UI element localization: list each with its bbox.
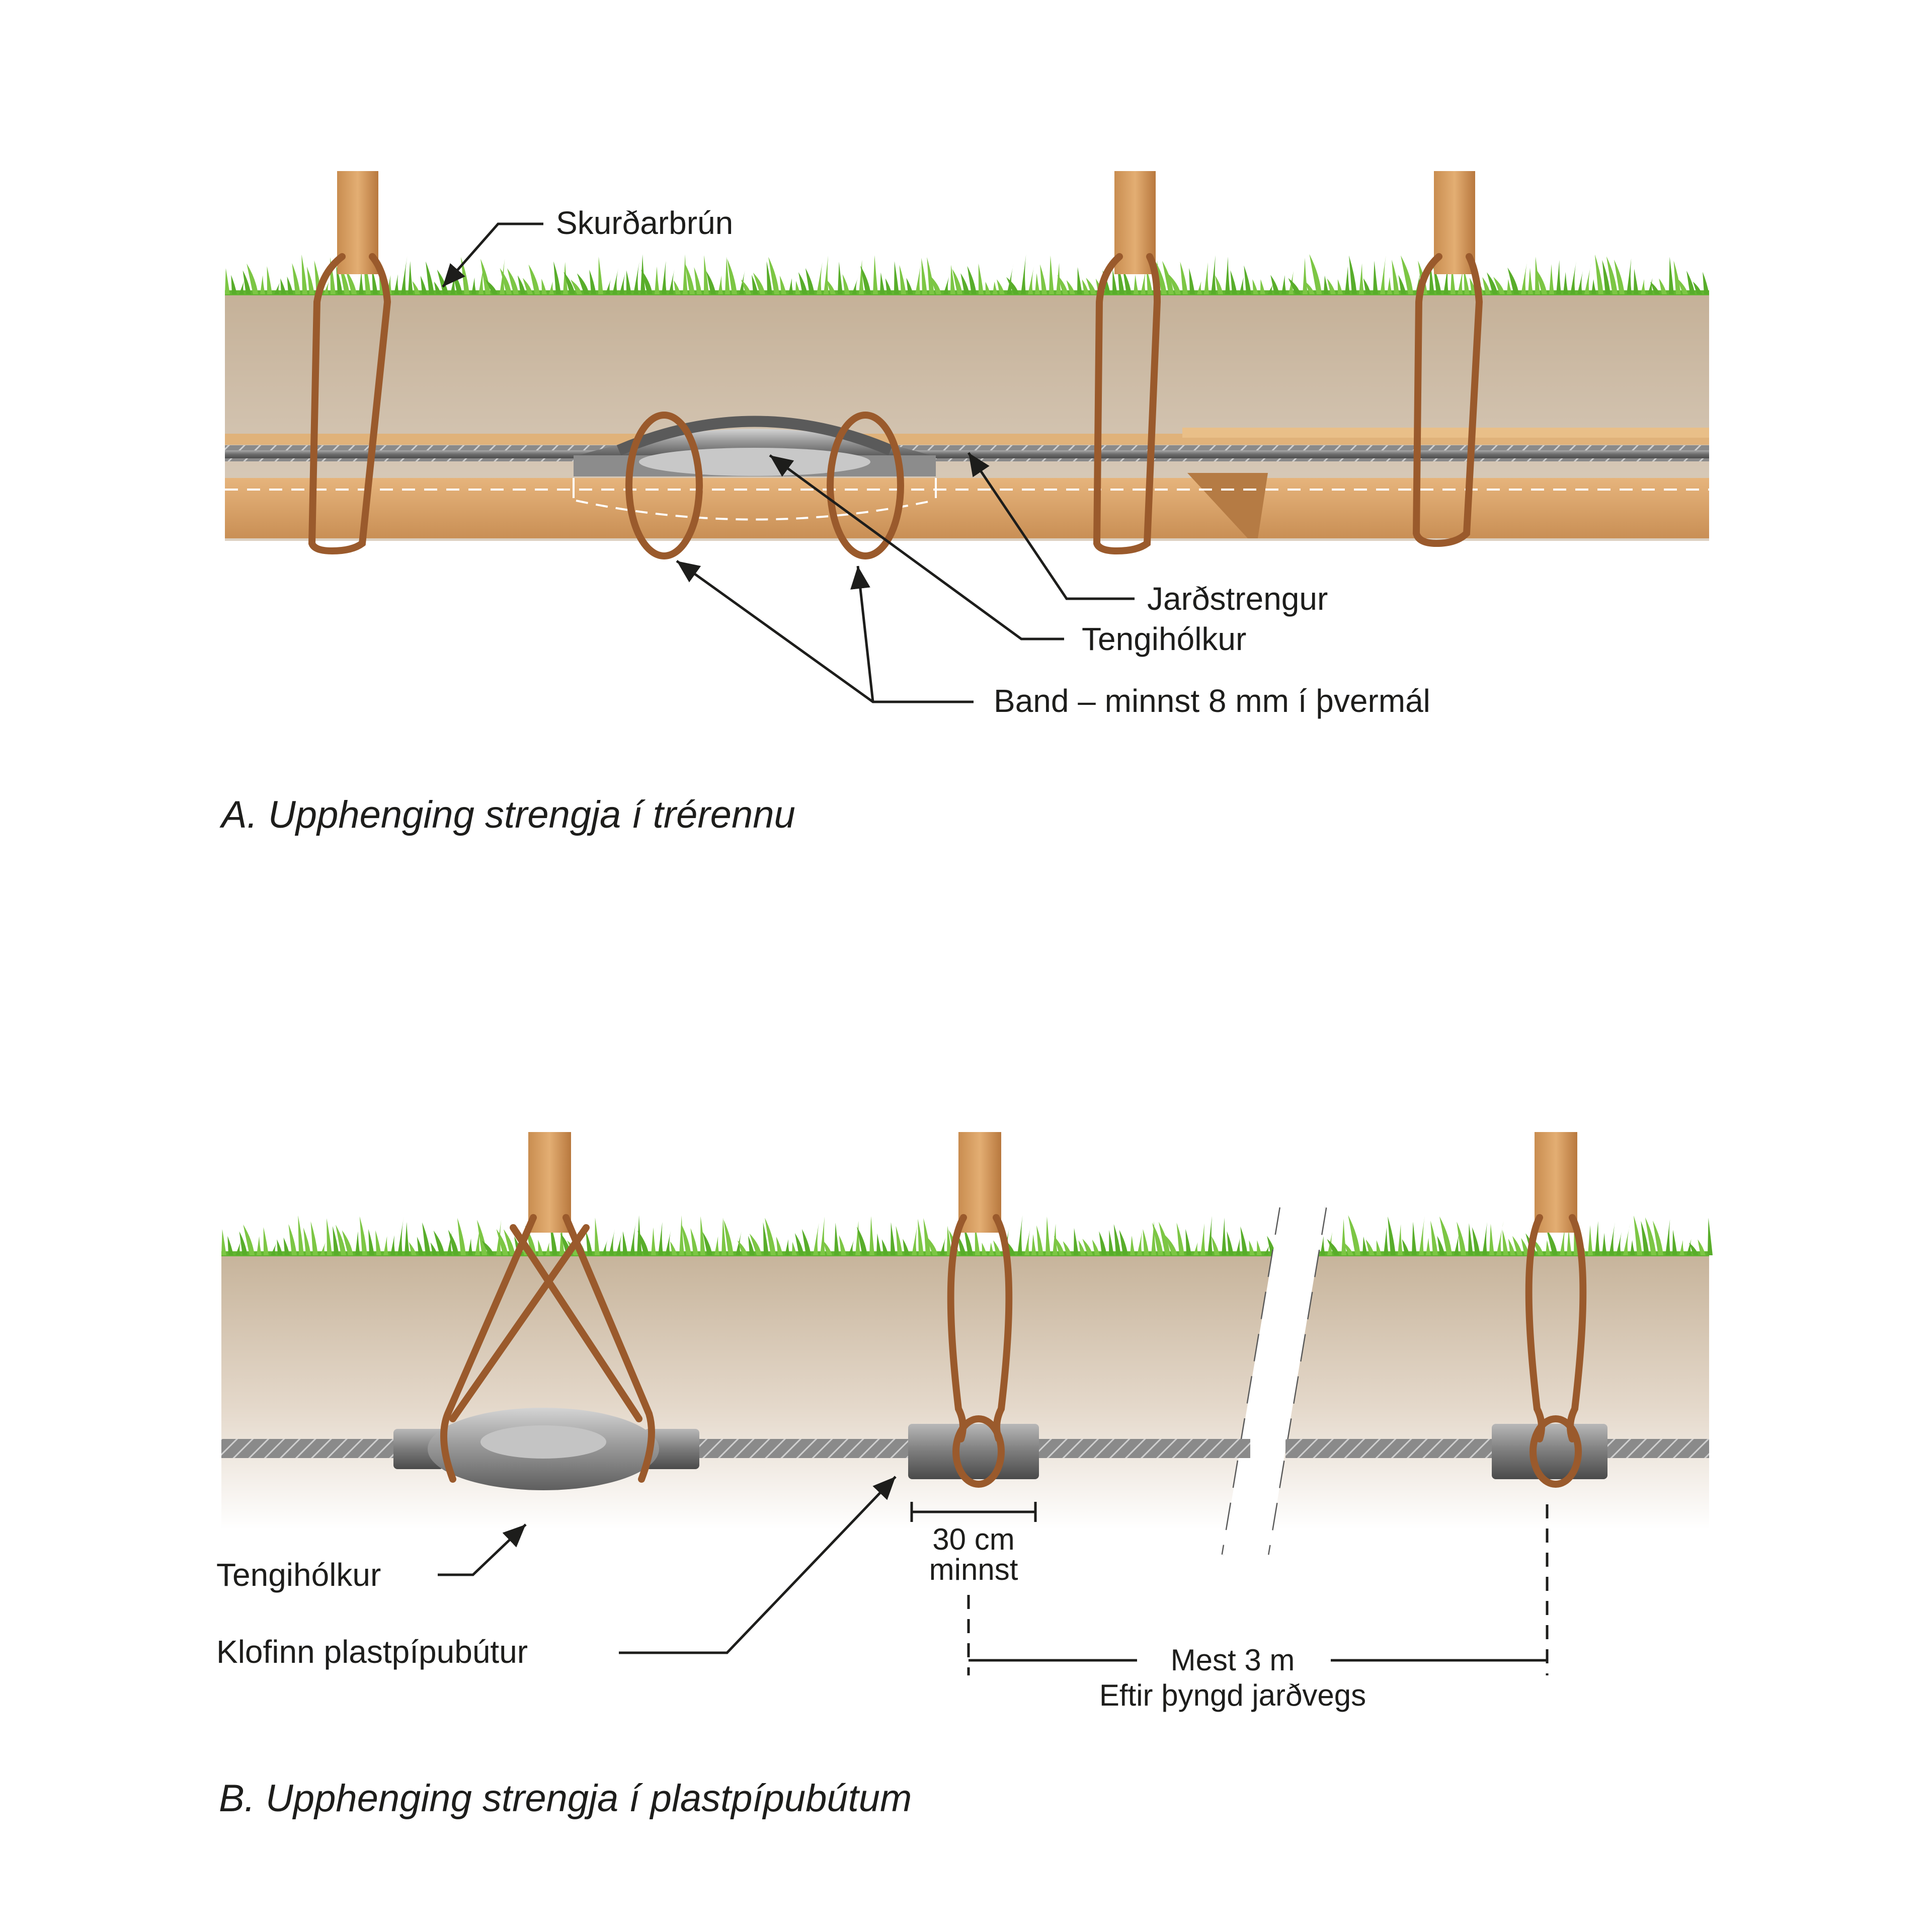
wooden-trough [225,428,1709,538]
label-spacing: Mest 3 m [1171,1643,1295,1677]
label-edge: Skurðarbrún [556,205,733,241]
soil-left [221,1255,1273,1530]
label-band: Band – minnst 8 mm í þvermál [994,683,1430,719]
rope-loops-a [308,253,1483,559]
caption-a: A. Upphenging strengja í trérennu [219,793,795,836]
soil-right [1273,1255,1709,1530]
label-cable: Jarðstrengur [1147,581,1328,617]
cable-a [225,445,1709,461]
grass-strip [225,254,1709,295]
cable-joint-b [393,1408,699,1490]
label-joint-b: Tengihólkur [216,1557,381,1593]
rope-loops-b [440,1214,1587,1488]
leader-lines-b [438,1476,897,1654]
grass-strip-b [221,1215,1713,1256]
label-joint-a: Tengihólkur [1082,621,1246,657]
panel-a: Skurðarbrún Jarðstrengur Tengihólkur Ban… [219,171,1709,836]
label-pipe: Klofinn plastpípubútur [216,1634,528,1670]
label-width-value: 30 cm [932,1522,1014,1556]
label-spacing-note: Eftir þyngd jarðvegs [1099,1678,1366,1712]
caption-b: B. Upphenging strengja í plastpípubútum [219,1777,912,1820]
leader-lines-a [442,222,1135,703]
pipe-sleeve-2 [1492,1424,1607,1479]
pipe-sleeve-1 [908,1424,1039,1479]
dimension-lines-b [910,1502,1549,1675]
panel-b: Tengihólkur Klofinn plastpípubútur 30 cm… [216,1132,1713,1820]
labels-b: Tengihólkur Klofinn plastpípubútur 30 cm… [216,1522,1366,1820]
labels-a: Skurðarbrún Jarðstrengur Tengihólkur Ban… [219,205,1430,836]
label-width-note: minnst [929,1553,1018,1586]
